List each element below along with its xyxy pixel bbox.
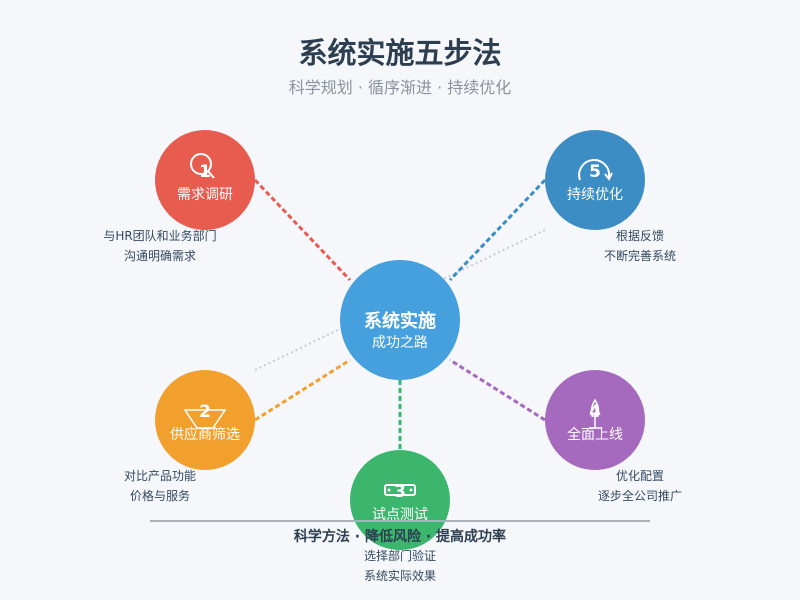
- page-title: 系统实施五步法: [298, 36, 502, 70]
- step-2-number: 2: [199, 402, 211, 422]
- rocket-icon: [589, 398, 601, 429]
- step-1-node[interactable]: 1 需求调研: [155, 130, 255, 230]
- step-3-label: 试点测试: [372, 507, 428, 523]
- step-3-description: 选择部门验证 系统实际效果: [320, 546, 480, 586]
- step-4-label: 全面上线: [567, 427, 623, 443]
- step-3-node[interactable]: 3 试点测试: [350, 450, 450, 550]
- cash-icon: [384, 484, 416, 496]
- center-subtitle: 成功之路: [372, 335, 428, 351]
- center-title: 系统实施: [364, 311, 436, 332]
- step-1-label: 需求调研: [177, 187, 233, 203]
- connector-line-1: [253, 178, 352, 282]
- step-5-desc-line-2: 不断完善系统: [603, 249, 676, 263]
- step-4-number: 4: [589, 402, 601, 422]
- step-2-desc-line-2: 价格与服务: [129, 489, 190, 503]
- page-subtitle: 科学规划 · 循序渐进 · 持续优化: [288, 78, 512, 97]
- connector-line-4: [449, 358, 546, 422]
- step-1-desc-line-1: 与HR团队和业务部门: [103, 229, 217, 243]
- step-5-desc-line-1: 根据反馈: [615, 229, 664, 243]
- step-2-desc-line-1: 对比产品功能: [123, 469, 196, 483]
- footer-tagline: 科学方法 · 降低风险 · 提高成功率: [293, 529, 507, 545]
- step-3-number: 3: [394, 482, 406, 502]
- funnel-icon: [183, 409, 227, 429]
- footer-divider: [150, 520, 650, 522]
- step-1-desc-line-2: 沟通明确需求: [123, 249, 196, 263]
- connector-line-2: [254, 358, 351, 422]
- step-5-node[interactable]: 5 持续优化: [545, 130, 645, 230]
- step-4-desc-line-1: 优化配置: [615, 469, 664, 483]
- step-1-description: 与HR团队和业务部门 沟通明确需求: [80, 226, 240, 266]
- step-5-label: 持续优化: [567, 187, 623, 203]
- step-5-description: 根据反馈 不断完善系统: [560, 226, 720, 266]
- step-2-label: 供应商筛选: [170, 427, 240, 443]
- magnifier-icon: [190, 153, 215, 179]
- step-3-desc-line-2: 系统实际效果: [363, 569, 436, 583]
- step-3-desc-line-1: 选择部门验证: [363, 549, 436, 563]
- connector-line-5: [448, 178, 547, 282]
- step-4-desc-line-2: 逐步全公司推广: [597, 489, 682, 503]
- step-1-number: 1: [199, 162, 211, 182]
- center-node[interactable]: 系统实施 成功之路: [340, 260, 460, 380]
- step-4-node[interactable]: 4 全面上线: [545, 370, 645, 470]
- step-2-node[interactable]: 2 供应商筛选: [155, 370, 255, 470]
- refresh-icon: [578, 158, 613, 181]
- step-2-description: 对比产品功能 价格与服务: [80, 466, 240, 506]
- step-4-description: 优化配置 逐步全公司推广: [560, 466, 720, 506]
- step-5-number: 5: [589, 162, 601, 182]
